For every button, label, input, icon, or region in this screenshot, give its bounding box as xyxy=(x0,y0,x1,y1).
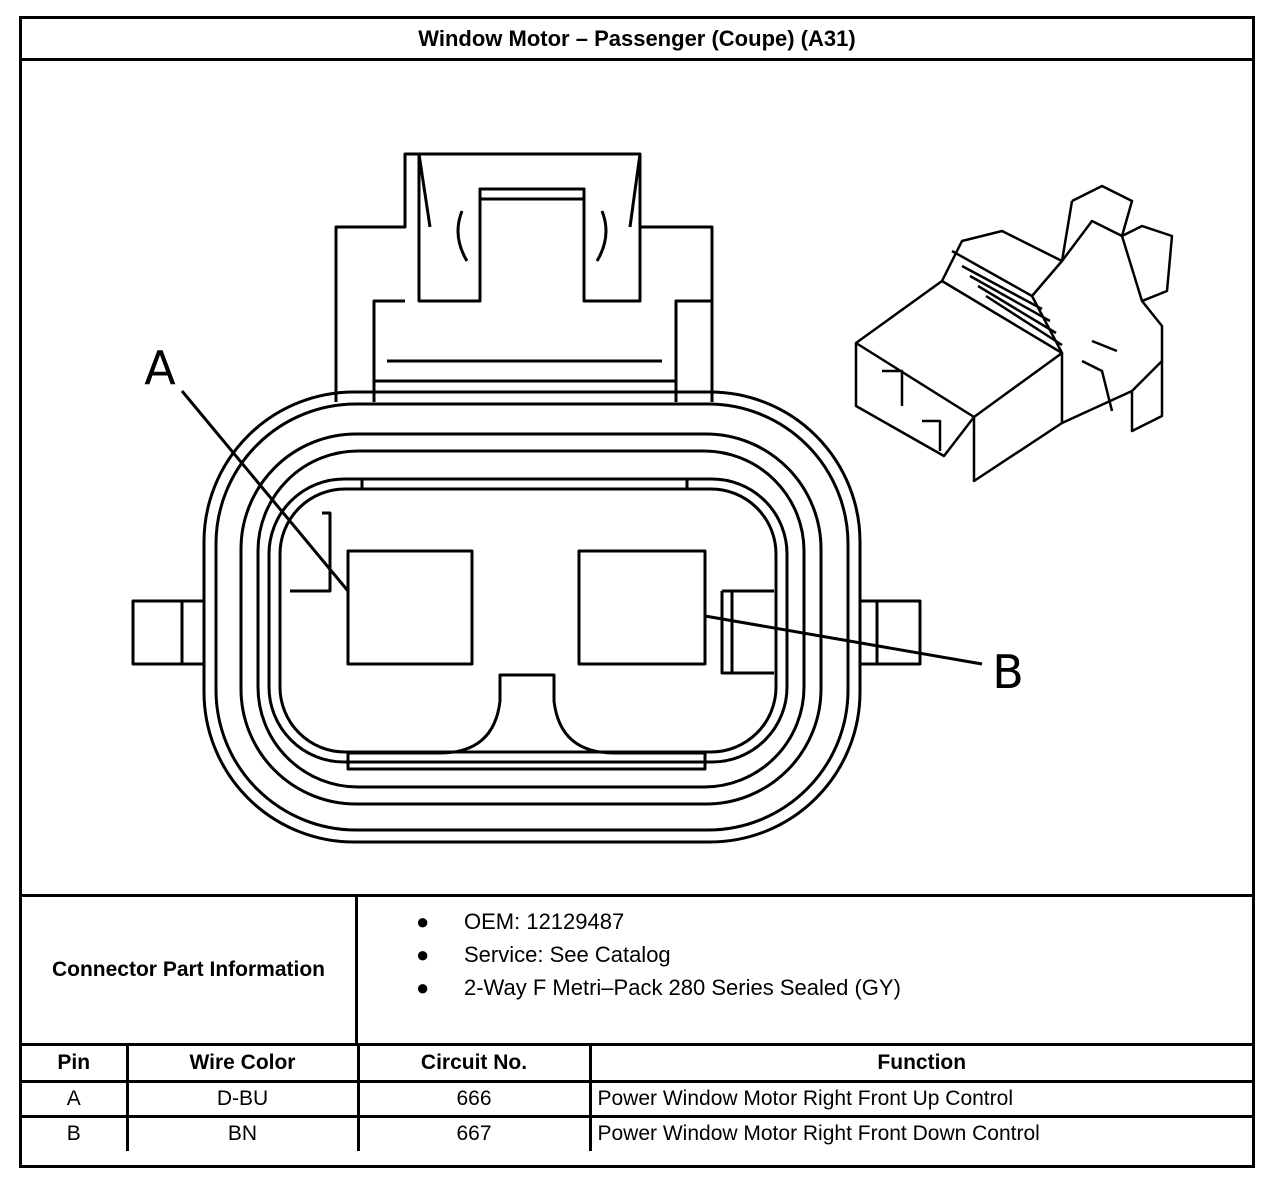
info-item-text: Service: See Catalog xyxy=(464,942,671,967)
pin-callout-b: B xyxy=(992,645,1024,699)
connector-cavity xyxy=(267,477,789,764)
leader-line-b xyxy=(704,614,983,666)
polarizing-rib xyxy=(346,673,707,771)
bullet-icon: ● xyxy=(416,942,430,967)
connector-sheet: Window Motor – Passenger (Coupe) (A31) xyxy=(19,16,1255,1168)
pinout-table: Pin Wire Color Circuit No. Function A D-… xyxy=(22,1046,1252,1151)
info-item-text: 2-Way F Metri–Pack 280 Series Sealed (GY… xyxy=(464,975,901,1000)
info-item-type: ● 2-Way F Metri–Pack 280 Series Sealed (G… xyxy=(358,971,1252,1004)
connector-seal xyxy=(239,432,823,806)
cell-wire-color: BN xyxy=(125,1114,360,1151)
connector-isometric-illustration xyxy=(854,184,1174,483)
header-pin: Pin xyxy=(22,1046,129,1083)
bullet-icon: ● xyxy=(416,909,430,934)
cell-function: Power Window Motor Right Front Up Contro… xyxy=(588,1079,1252,1118)
left-side-tab xyxy=(131,599,204,666)
cell-pin: A xyxy=(22,1079,129,1118)
terminal-cavity-a xyxy=(346,549,474,666)
info-item-oem: ● OEM: 12129487 xyxy=(358,905,1252,938)
connector-shell-line xyxy=(214,402,850,832)
page-title: Window Motor – Passenger (Coupe) (A31) xyxy=(22,19,1252,61)
header-function: Function xyxy=(588,1046,1252,1083)
header-circuit-no: Circuit No. xyxy=(356,1046,592,1083)
cell-circuit-no: 666 xyxy=(356,1079,592,1118)
latch-inner xyxy=(372,299,712,402)
connector-drawing: A B xyxy=(22,61,1252,894)
connector-part-info: Connector Part Information ● OEM: 1212948… xyxy=(22,894,1252,1046)
connector-outer-shell xyxy=(202,390,862,844)
info-item-text: OEM: 12129487 xyxy=(464,909,625,934)
right-side-tab xyxy=(860,599,922,666)
terminal-cavity-b xyxy=(577,549,707,666)
latch-housing xyxy=(334,152,714,402)
connector-info-list: ● OEM: 12129487 ● Service: See Catalog ● 2-… xyxy=(358,897,1252,1051)
header-wire-color: Wire Color xyxy=(125,1046,360,1083)
table-header-row: Pin Wire Color Circuit No. Function xyxy=(22,1046,1252,1083)
connector-face-diagram: A B xyxy=(131,152,1174,844)
table-row: B BN 667 Power Window Motor Right Front … xyxy=(22,1114,1252,1151)
cell-circuit-no: 667 xyxy=(356,1114,592,1151)
cell-function: Power Window Motor Right Front Down Cont… xyxy=(588,1114,1252,1151)
bullet-icon: ● xyxy=(416,975,430,1000)
cell-wire-color: D-BU xyxy=(125,1079,360,1118)
table-row: A D-BU 666 Power Window Motor Right Fron… xyxy=(22,1079,1252,1118)
pin-callout-a: A xyxy=(144,341,176,395)
info-item-service: ● Service: See Catalog xyxy=(358,938,1252,971)
connector-info-label: Connector Part Information xyxy=(22,897,358,1043)
leader-line-a xyxy=(180,390,350,592)
cell-pin: B xyxy=(22,1114,129,1151)
